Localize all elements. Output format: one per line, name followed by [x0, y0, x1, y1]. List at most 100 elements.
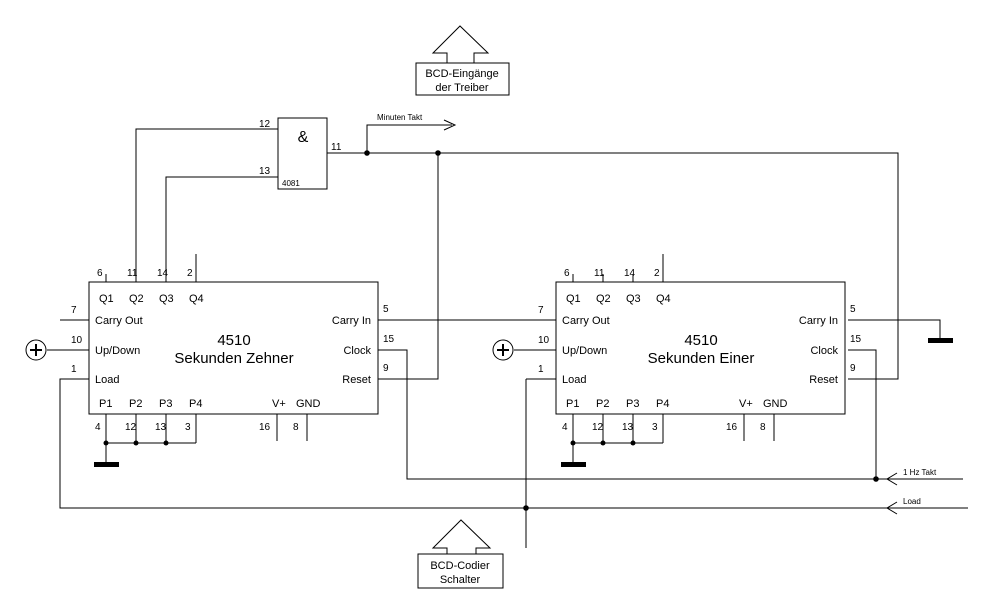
callout-top-line1: BCD-Eingänge [425, 68, 498, 80]
chip-q-pin: 2 [654, 268, 660, 279]
chip-p-pin: 12 [592, 422, 604, 433]
gate-part: 4081 [282, 179, 300, 188]
chip-q-label: Q1 [99, 293, 114, 305]
wire-minuten-takt [366, 124, 452, 153]
label-minuten-takt: Minuten Takt [377, 113, 423, 122]
chip-p-label: P2 [129, 398, 142, 410]
gate-pin-in-b: 13 [259, 166, 271, 177]
chip-left-label: Carry Out [562, 315, 610, 327]
chip-p-label: P4 [189, 398, 202, 410]
chip-left-pin: 10 [71, 335, 83, 346]
callout-top-box [415, 62, 510, 96]
label-load: Load [903, 497, 921, 506]
chip-q-label: Q3 [626, 293, 641, 305]
chip-right-pin: 15 [850, 334, 862, 345]
chip-left-pin: 10 [538, 335, 550, 346]
chip-p-label: P3 [159, 398, 172, 410]
callout-top-line2: der Treiber [435, 82, 489, 94]
ground-icon [928, 338, 953, 343]
chip-name: Sekunden Einer [648, 350, 755, 367]
junction-dot [873, 476, 879, 482]
chip-q-pin: 2 [187, 268, 193, 279]
chip-q-label: Q1 [566, 293, 581, 305]
chip-p-label: P4 [656, 398, 669, 410]
chip-q-pin: 6 [564, 268, 570, 279]
chip-q-pin: 14 [157, 268, 169, 279]
wire-clock-left [378, 349, 963, 480]
chip-p-pin: 3 [652, 422, 658, 433]
chip-q-label: Q2 [129, 293, 144, 305]
chip-p-label: P1 [566, 398, 579, 410]
chip-vplus-pin: 16 [259, 422, 271, 433]
plus-supply-right [492, 339, 514, 361]
wire-clock-right [848, 349, 877, 479]
chip-right-label: Clock [343, 345, 371, 357]
chip-body [88, 281, 379, 415]
chip-left-pin: 1 [538, 364, 544, 375]
chip-p-label: P3 [626, 398, 639, 410]
chip-p-label: P2 [596, 398, 609, 410]
arrow-right-icon [443, 119, 457, 131]
callout-bottom: BCD-Codier Schalter [417, 519, 504, 589]
chip-right-label: Reset [809, 374, 838, 386]
chip-vplus-label: V+ [739, 398, 753, 410]
chip-right-pin: 5 [850, 304, 856, 315]
junction-dot [570, 440, 576, 446]
wire-carry-in-right-gnd [848, 319, 941, 338]
chip-left-label: Up/Down [562, 345, 607, 357]
chip-q-pin: 6 [97, 268, 103, 279]
arrow-left-icon [886, 501, 898, 515]
chip-p-label: P1 [99, 398, 112, 410]
wire-q3-gate [165, 176, 278, 282]
chip-gnd-pin: 8 [760, 422, 766, 433]
up-arrow-icon [431, 519, 492, 555]
chip-part: 4510 [684, 332, 717, 349]
chip-left-pin: 1 [71, 364, 77, 375]
chip-q-pin: 14 [624, 268, 636, 279]
callout-bottom-line2: Schalter [440, 574, 481, 586]
wire-load-bus [59, 378, 968, 509]
junction-dot [103, 440, 109, 446]
junction-dot [163, 440, 169, 446]
plus-circle-icon [25, 339, 47, 361]
chip-q-label: Q3 [159, 293, 174, 305]
chip-name: Sekunden Zehner [174, 350, 293, 367]
plus-circle-icon [492, 339, 514, 361]
plus-supply-left [25, 339, 47, 361]
chip-left-label: Load [95, 374, 119, 386]
gate-pin-in-a: 12 [259, 119, 271, 130]
callout-top: BCD-Eingänge der Treiber [415, 25, 510, 96]
chip-q-pin: 11 [594, 268, 605, 279]
chip-q-label: Q4 [656, 293, 671, 305]
chip-left-label: Carry Out [95, 315, 143, 327]
chip-left-label: Load [562, 374, 586, 386]
chip-right-pin: 15 [383, 334, 395, 345]
chip-p-pin: 4 [95, 422, 101, 433]
chip-right-pin: 5 [383, 304, 389, 315]
junction-dot [435, 150, 441, 156]
junction-dot [630, 440, 636, 446]
chip-left-pin: 7 [538, 305, 544, 316]
chip-right-pin: 9 [850, 363, 856, 374]
label-1hz-takt: 1 Hz Takt [903, 468, 937, 477]
chip-vplus-label: V+ [272, 398, 286, 410]
wire-gate-out-reset-right [327, 152, 899, 380]
chip-right-label: Reset [342, 374, 371, 386]
ground-icon [561, 462, 586, 467]
chip-part: 4510 [217, 332, 250, 349]
chip-gnd-label: GND [763, 398, 788, 410]
wire-reset-left [378, 153, 439, 380]
chip-right-label: Carry In [799, 315, 838, 327]
arrow-left-icon [886, 472, 898, 486]
junction-dot [133, 440, 139, 446]
wire-q2-gate [135, 128, 278, 282]
chip-q-label: Q4 [189, 293, 204, 305]
chip-p-pin: 3 [185, 422, 191, 433]
chip-vplus-pin: 16 [726, 422, 738, 433]
chip-gnd-label: GND [296, 398, 321, 410]
gate-pin-out: 11 [331, 142, 342, 153]
